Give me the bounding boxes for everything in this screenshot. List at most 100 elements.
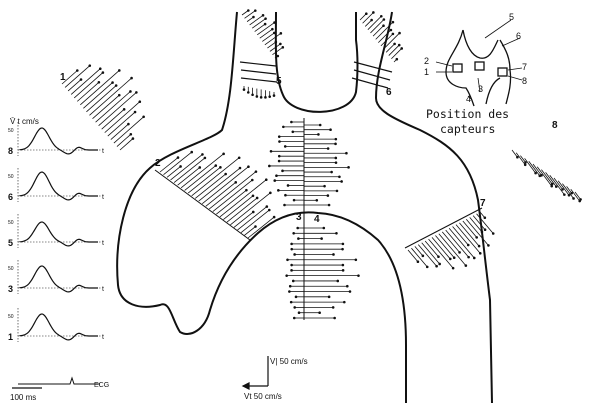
velocity-vector bbox=[456, 225, 480, 254]
waveform-trace bbox=[20, 266, 98, 292]
velocity-vector bbox=[435, 236, 454, 258]
vector-head bbox=[292, 131, 294, 133]
waveform-trace bbox=[20, 222, 98, 246]
velocity-vector bbox=[391, 48, 401, 58]
vector-head bbox=[98, 81, 100, 83]
vector-head bbox=[99, 68, 101, 70]
vector-head bbox=[282, 46, 284, 48]
point-label-3: 3 bbox=[296, 212, 302, 223]
velocity-vector bbox=[360, 14, 366, 20]
vector-head bbox=[328, 204, 330, 206]
vector-head bbox=[239, 167, 241, 169]
vector-head bbox=[332, 307, 334, 309]
velocity-vector bbox=[178, 167, 200, 185]
waveform-row-label: 1 bbox=[8, 332, 13, 342]
vector-head bbox=[436, 265, 438, 267]
vector-head bbox=[327, 195, 329, 197]
vector-head bbox=[268, 209, 270, 211]
vector-head bbox=[130, 133, 132, 135]
caption-line-2: capteurs bbox=[440, 122, 495, 136]
vector-head bbox=[285, 194, 287, 196]
velocity-vector bbox=[108, 112, 135, 136]
vector-field-3-lower bbox=[286, 227, 304, 319]
vector-head bbox=[371, 19, 373, 21]
vector-head bbox=[112, 82, 114, 84]
vector-head bbox=[465, 265, 467, 267]
waveform-time-mark: t bbox=[102, 148, 104, 155]
vector-head bbox=[118, 70, 120, 72]
velocity-vector bbox=[99, 92, 137, 125]
vector-head bbox=[318, 134, 320, 136]
waveform-row-label: 5 bbox=[8, 238, 13, 248]
velocity-vector bbox=[167, 166, 181, 177]
velocity-vector bbox=[105, 102, 140, 133]
vector-head bbox=[135, 91, 137, 93]
vector-head bbox=[399, 32, 401, 34]
velocity-vector bbox=[554, 178, 563, 189]
velocity-vector bbox=[449, 228, 474, 258]
vector-head bbox=[555, 186, 557, 188]
vector-head bbox=[280, 32, 282, 34]
velocity-vector bbox=[171, 154, 203, 180]
vector-head bbox=[331, 171, 333, 173]
waveform-trace bbox=[20, 172, 98, 200]
vector-head bbox=[336, 232, 338, 234]
velocity-vector bbox=[408, 250, 418, 262]
velocity-vector bbox=[446, 230, 469, 257]
velocity-vector bbox=[368, 16, 381, 29]
vector-head bbox=[290, 301, 292, 303]
waveform-time-mark: t bbox=[102, 240, 104, 247]
vector-head bbox=[287, 259, 289, 261]
vector-head bbox=[251, 179, 253, 181]
vector-head bbox=[252, 211, 254, 213]
velocity-vector bbox=[466, 219, 488, 245]
waveform-row: 350t bbox=[8, 260, 104, 294]
vector-field-2 bbox=[160, 151, 275, 238]
velocity-vector bbox=[117, 134, 131, 146]
vector-head bbox=[293, 199, 295, 201]
velocity-vector bbox=[265, 33, 281, 44]
vector-head bbox=[177, 157, 179, 159]
vector-head bbox=[438, 256, 440, 258]
vector-head bbox=[294, 254, 296, 256]
inset-label-5: 5 bbox=[509, 12, 514, 22]
vector-head bbox=[346, 152, 348, 154]
vector-head bbox=[265, 96, 267, 98]
vector-head bbox=[324, 185, 326, 187]
vector-head bbox=[334, 317, 336, 319]
velocity-vector bbox=[260, 29, 273, 38]
vector-head bbox=[274, 22, 276, 24]
point-label-4: 4 bbox=[314, 214, 320, 225]
velocity-scale-bars bbox=[243, 356, 268, 389]
ecg-trace bbox=[18, 378, 100, 384]
waveform-scale-mark: 50 bbox=[8, 266, 14, 272]
velocity-vector bbox=[533, 164, 541, 175]
vector-head bbox=[269, 96, 271, 98]
velocity-vector bbox=[373, 26, 383, 36]
vector-head bbox=[327, 148, 329, 150]
inset-label-7: 7 bbox=[522, 62, 527, 72]
waveform-axis-unit: V̄ t cm/s bbox=[10, 117, 39, 126]
vector-head bbox=[271, 28, 273, 30]
vector-head bbox=[291, 248, 293, 250]
vector-head bbox=[278, 136, 280, 138]
waveform-scale-mark: 50 bbox=[8, 314, 14, 320]
vector-head bbox=[473, 257, 475, 259]
vector-head bbox=[204, 157, 206, 159]
vector-head bbox=[323, 227, 325, 229]
vector-head bbox=[484, 229, 486, 231]
velocity-vector bbox=[244, 227, 255, 236]
vector-head bbox=[223, 153, 225, 155]
inset-labels: 5 6 2 1 7 8 3 4 bbox=[424, 12, 527, 104]
vector-head bbox=[202, 154, 204, 156]
vector-head bbox=[287, 185, 289, 187]
vector-head bbox=[245, 189, 247, 191]
velocity-vector bbox=[415, 246, 423, 255]
velocity-vector bbox=[252, 19, 265, 29]
vector-head bbox=[199, 167, 201, 169]
vector-head bbox=[134, 111, 136, 113]
inset-label-2: 2 bbox=[424, 56, 429, 66]
vector-head bbox=[80, 79, 82, 81]
vector-head bbox=[248, 166, 250, 168]
velocity-vector bbox=[188, 167, 220, 193]
